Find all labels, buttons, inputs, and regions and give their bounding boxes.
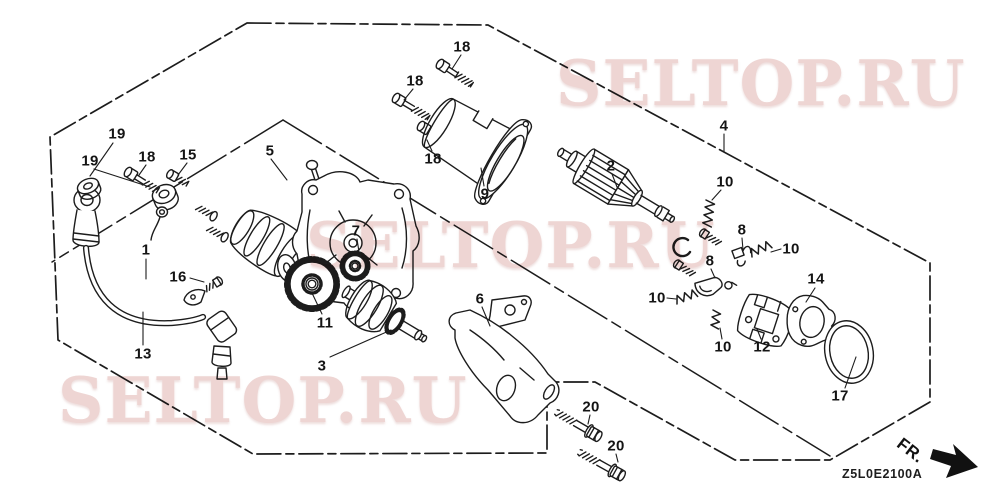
part-callout-18: 18: [406, 72, 424, 90]
fr-arrow-icon: [930, 444, 978, 478]
part-washer-19: [76, 177, 179, 241]
part-armature-2: [556, 147, 676, 223]
part-terminal-screws: [672, 228, 723, 277]
part-brush-holder-12: [736, 293, 794, 347]
part-callout-17: 17: [831, 387, 849, 405]
part-callout-10: 10: [714, 338, 732, 356]
part-callout-9: 9: [480, 185, 490, 203]
part-gear-7: [339, 250, 371, 282]
part-spring-10-group: [676, 199, 773, 330]
part-callout-2: 2: [606, 157, 616, 175]
part-callout-19: 19: [81, 152, 99, 170]
part-callout-3: 3: [317, 357, 327, 375]
part-callout-18: 18: [424, 150, 442, 168]
part-bolt-20-group: [554, 409, 627, 482]
part-gear-11: [284, 256, 340, 312]
part-snap-ring: [672, 236, 692, 258]
diagram-code: Z5L0E2100A: [842, 467, 923, 481]
part-callout-8: 8: [737, 221, 747, 239]
callout-leader-lines: [89, 54, 857, 463]
part-callout-10: 10: [648, 289, 666, 307]
part-callout-4: 4: [719, 117, 729, 135]
part-callout-20: 20: [607, 437, 625, 455]
part-bracket-6: [448, 295, 560, 424]
part-callout-11: 11: [316, 314, 334, 332]
part-callout-18: 18: [453, 38, 471, 56]
part-housing-9: [421, 97, 533, 205]
part-oring-17: [823, 320, 875, 384]
part-callout-18: 18: [138, 148, 156, 166]
part-callout-13: 13: [134, 345, 152, 363]
part-callout-7: 7: [351, 222, 361, 240]
part-callout-10: 10: [716, 173, 734, 191]
part-callout-10: 10: [782, 240, 800, 258]
part-callout-15: 15: [179, 146, 197, 164]
part-callout-12: 12: [753, 338, 771, 356]
part-callout-5: 5: [265, 142, 275, 160]
part-callout-20: 20: [582, 398, 600, 416]
part-bolt-15: [165, 169, 190, 187]
part-callout-8: 8: [705, 252, 715, 270]
part-clutch-3: [341, 279, 428, 343]
part-brush-8-group: [694, 245, 752, 297]
part-screw-16: [183, 276, 224, 306]
part-callout-6: 6: [475, 290, 485, 308]
part-callout-16: 16: [169, 268, 187, 286]
part-callout-1: 1: [141, 241, 151, 259]
part-callout-19: 19: [108, 125, 126, 143]
part-callout-14: 14: [807, 270, 825, 288]
